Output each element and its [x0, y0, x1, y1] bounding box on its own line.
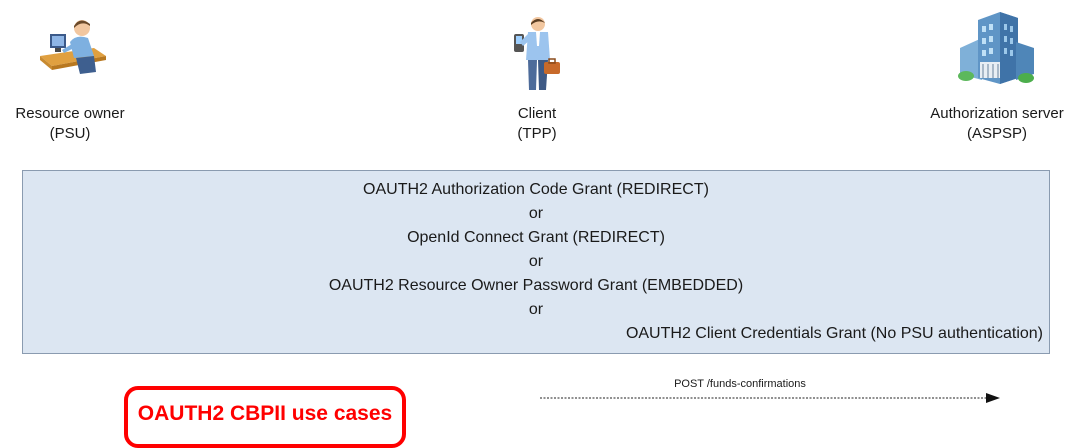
actor-label-psu: Resource owner (PSU) — [0, 104, 140, 144]
actor-name-aspsp: Authorization server — [930, 105, 1064, 122]
grant-separator-or: or — [528, 205, 544, 222]
actor-label-aspsp: Authorization server (ASPSP) — [922, 104, 1072, 144]
arrowhead-icon — [986, 393, 1000, 403]
actor-role-tpp: (TPP) — [517, 125, 557, 142]
grant-openid-connect: OpenId Connect Grant (REDIRECT) — [407, 229, 665, 246]
message-label: POST /funds-confirmations — [674, 378, 806, 390]
grant-options-box: OAUTH2 Authorization Code Grant (REDIREC… — [22, 170, 1050, 354]
user-at-computer-icon — [36, 12, 110, 81]
grant-separator-or: or — [528, 301, 544, 318]
actor-role-psu: (PSU) — [49, 125, 91, 142]
actor-role-aspsp: (ASPSP) — [966, 125, 1027, 142]
actor-name-tpp: Client — [517, 105, 557, 122]
grant-client-credentials: OAUTH2 Client Credentials Grant (No PSU … — [625, 325, 1043, 342]
grant-separator-or: or — [528, 253, 544, 270]
usecase-badge: OAUTH2 CBPII use cases — [124, 386, 406, 448]
businessman-with-phone-icon — [512, 16, 562, 99]
usecase-title: OAUTH2 CBPII use cases — [137, 402, 393, 425]
message-arrow — [540, 393, 1000, 403]
actor-name-psu: Resource owner — [15, 105, 125, 122]
office-building-icon — [956, 8, 1036, 91]
grant-authorization-code: OAUTH2 Authorization Code Grant (REDIREC… — [363, 181, 709, 198]
grant-resource-owner-password: OAUTH2 Resource Owner Password Grant (EM… — [328, 277, 744, 294]
actor-label-tpp: Client (TPP) — [477, 104, 597, 144]
